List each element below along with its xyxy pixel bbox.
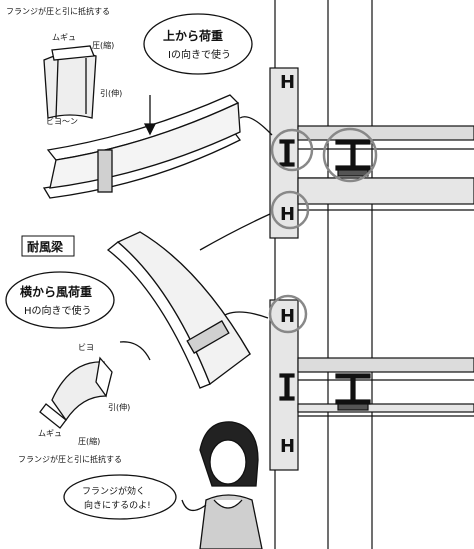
top-hizumi-label: ムギュ	[52, 33, 76, 42]
bubble-mid: 横から風荷重 Hの向きで使う	[5, 271, 115, 329]
h-mark-low: H	[280, 436, 295, 457]
building-section	[268, 0, 474, 549]
h-mark-mid: H	[280, 204, 295, 225]
wind-beam-title: 耐風梁	[27, 239, 63, 254]
bot-bitsu-label: ビヨ	[78, 343, 94, 352]
bottom-section-piece	[39, 356, 113, 429]
wind-beam-label-box: 耐風梁	[21, 235, 75, 257]
h-mark-upper-mid: H	[280, 306, 295, 327]
girl-character	[181, 421, 263, 549]
bubble-top-line1: 上から荷重	[163, 28, 223, 43]
bot-hizumi-label: ムギュ	[38, 429, 62, 438]
h-mark-top: H	[280, 72, 295, 93]
wind-beam-illustration	[106, 231, 251, 389]
girl-bubble: フランジが効く 向きにするのよ!	[63, 474, 177, 520]
bot-resist-label: フランジが圧と引に抵抗する	[18, 454, 122, 464]
top-compress-label: 圧(縮)	[92, 40, 114, 50]
top-bitsu-label: ビヨ〜ン	[46, 117, 78, 126]
girl-bubble-line1: フランジが効く	[82, 485, 145, 497]
top-resist-label: フランジが圧と引に抵抗する	[6, 6, 110, 16]
bubble-mid-line2: Hの向きで使う	[24, 304, 92, 317]
bubble-top-line2: Iの向きで使う	[168, 48, 231, 61]
connector-arrows	[119, 116, 273, 361]
bot-tension-label: 引(伸)	[108, 402, 130, 412]
top-tension-label: 引(伸)	[100, 88, 122, 98]
bubble-mid-line1: 横から風荷重	[20, 284, 92, 299]
bubble-top: 上から荷重 Iの向きで使う	[143, 13, 253, 75]
top-beam-illustration	[42, 45, 241, 199]
girl-bubble-line2: 向きにするのよ!	[84, 499, 151, 511]
bot-compress-label: 圧(縮)	[78, 436, 100, 446]
